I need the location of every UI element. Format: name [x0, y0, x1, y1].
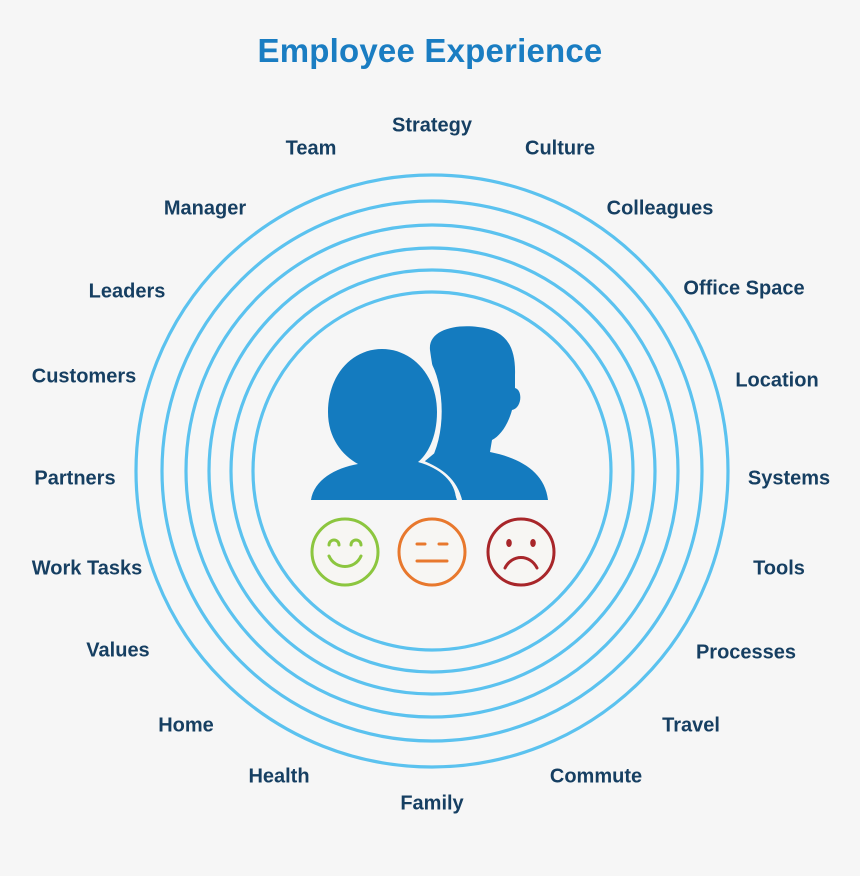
- label-work-tasks: Work Tasks: [31, 557, 143, 580]
- man-silhouette-icon: [420, 326, 548, 500]
- label-manager: Manager: [163, 197, 247, 220]
- diagram-title: Employee Experience: [257, 32, 603, 69]
- label-office-space: Office Space: [683, 277, 805, 300]
- ring-5: [229, 268, 635, 674]
- label-health: Health: [248, 765, 310, 788]
- ring-4: [207, 246, 657, 696]
- ring-3: [184, 223, 680, 719]
- ring-1: [134, 173, 730, 769]
- label-leaders: Leaders: [88, 280, 166, 303]
- label-travel: Travel: [662, 714, 720, 737]
- silhouette-separator: [415, 350, 463, 503]
- happy-face-icon: [310, 517, 380, 587]
- label-tools: Tools: [753, 557, 805, 580]
- ring-2: [160, 199, 704, 743]
- label-team: Team: [285, 137, 337, 160]
- label-processes: Processes: [695, 641, 797, 664]
- label-strategy: Strategy: [391, 114, 473, 137]
- label-partners: Partners: [34, 467, 116, 490]
- label-commute: Commute: [549, 765, 643, 788]
- neutral-face-icon: [397, 517, 467, 587]
- label-culture: Culture: [525, 137, 595, 160]
- concentric-rings: [134, 173, 730, 769]
- label-systems: Systems: [747, 467, 831, 490]
- people-silhouettes-icon: [311, 326, 548, 503]
- label-family: Family: [400, 792, 464, 815]
- sad-face-icon: [486, 517, 556, 587]
- label-location: Location: [735, 369, 819, 392]
- woman-silhouette-icon: [311, 349, 456, 500]
- label-home: Home: [158, 714, 214, 737]
- ring-6: [251, 290, 613, 652]
- label-values: Values: [86, 639, 150, 662]
- label-customers: Customers: [31, 365, 137, 388]
- label-colleagues: Colleagues: [606, 197, 714, 220]
